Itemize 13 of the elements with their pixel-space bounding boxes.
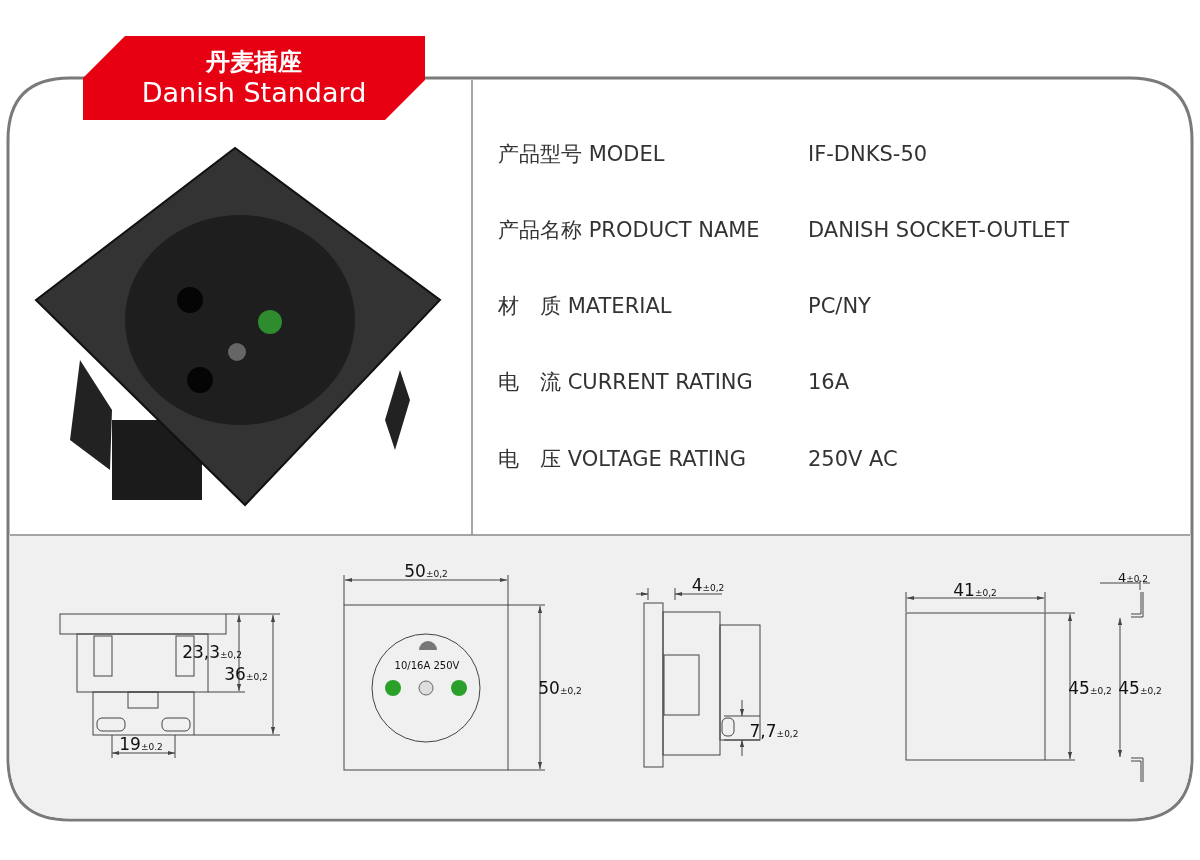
spec-value: 250V AC: [808, 447, 898, 471]
rating-text: 10/16A 250V: [394, 659, 460, 671]
title: 丹麦插座: [206, 47, 302, 78]
spec-label: 产品名称 PRODUCT NAME: [498, 217, 760, 244]
spec-value: PC/NY: [808, 294, 871, 318]
spec-label: 电 流 CURRENT RATING: [498, 369, 753, 396]
spec-value: IF-DNKS-50: [808, 142, 928, 166]
subtitle: Danish Standard: [141, 76, 367, 108]
spec-value: 16A: [808, 370, 850, 394]
spec-label: 电 压 VOLTAGE RATING: [498, 446, 746, 473]
spec-label: 材 质 MATERIAL: [498, 293, 672, 320]
spec-value: DANISH SOCKET-OUTLET: [808, 218, 1069, 242]
spec-label: 产品型号 MODEL: [498, 141, 665, 168]
